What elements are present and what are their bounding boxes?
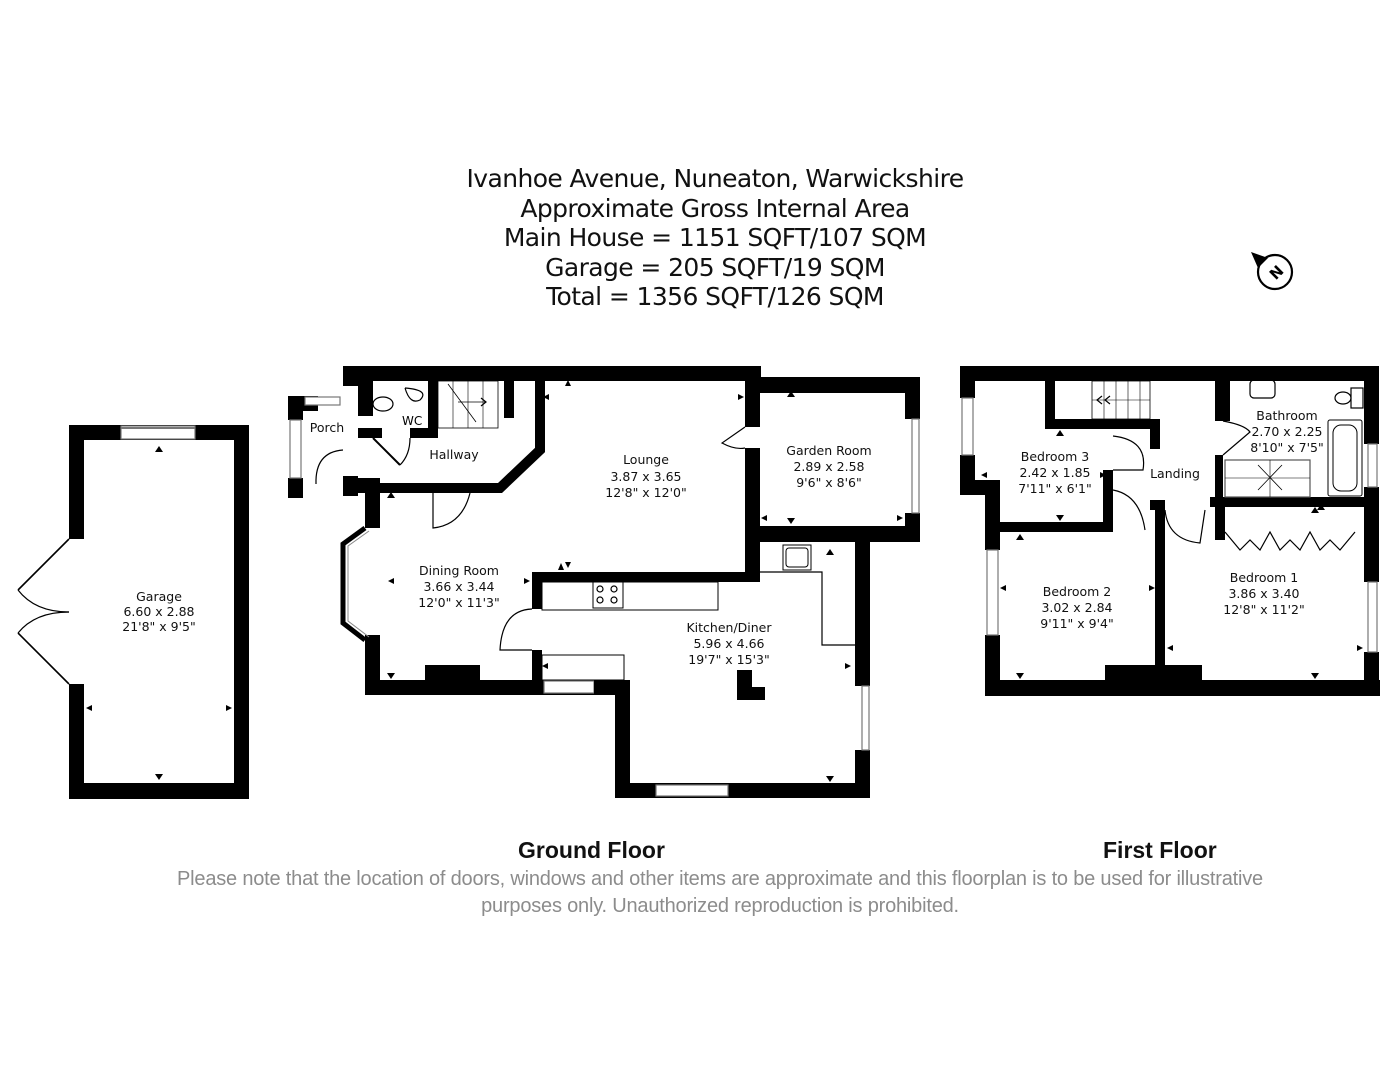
landing-label: Landing — [1150, 466, 1200, 481]
compass-letter: N — [1266, 262, 1288, 284]
disclaimer: Please note that the location of doors, … — [0, 866, 1398, 920]
hallway-label: Hallway — [429, 447, 479, 462]
property-address: Ivanhoe Avenue, Nuneaton, Warwickshire — [466, 164, 965, 193]
dining-room-imperial: 12'0" x 11'3" — [418, 595, 499, 610]
total-area: Total = 1356 SQFT/126 SQM — [546, 282, 884, 311]
shower-tray-icon — [1224, 459, 1311, 498]
area-title: Approximate Gross Internal Area — [520, 193, 910, 223]
bathroom-metric: 2.70 x 2.25 — [1251, 424, 1322, 439]
kitchen-diner-metric: 5.96 x 4.66 — [693, 636, 764, 651]
basin-icon — [1249, 379, 1276, 399]
dining-room-name: Dining Room — [419, 563, 499, 578]
bedroom-2-metric: 3.02 x 2.84 — [1041, 600, 1112, 615]
hob-icon — [592, 581, 624, 609]
lounge-name: Lounge — [623, 452, 669, 467]
bath-icon — [1327, 419, 1363, 497]
lounge-metric: 3.87 x 3.65 — [610, 469, 681, 484]
toilet-icon — [372, 396, 394, 412]
garage-room-imperial: 21'8" x 9'5" — [122, 619, 195, 634]
dining-room-metric: 3.66 x 3.44 — [423, 579, 494, 594]
first-floor-label: First Floor — [1103, 837, 1217, 863]
basin-icon — [404, 387, 424, 402]
garden-room-name: Garden Room — [786, 443, 871, 458]
garden-room-imperial: 9'6" x 8'6" — [796, 475, 862, 490]
bathroom-name: Bathroom — [1256, 408, 1317, 423]
first-floor-plan — [960, 366, 1380, 696]
bedroom-1-name: Bedroom 1 — [1230, 570, 1298, 585]
disclaimer-line-2: purposes only. Unauthorized reproduction… — [481, 895, 959, 917]
wc-symbol: WC — [402, 414, 422, 428]
north-arrow-icon: N — [1251, 252, 1294, 291]
lounge-imperial: 12'8" x 12'0" — [605, 485, 686, 500]
bedroom-2-imperial: 9'11" x 9'4" — [1040, 616, 1113, 631]
ground-floor-label: Ground Floor — [518, 837, 665, 863]
garage-plan — [17, 425, 249, 799]
bedroom-1-metric: 3.86 x 3.40 — [1228, 586, 1299, 601]
ground-floor-plan: WC — [288, 366, 920, 798]
bathroom-imperial: 8'10" x 7'5" — [1250, 440, 1323, 455]
bedroom-3-name: Bedroom 3 — [1021, 449, 1089, 464]
kitchen-diner-imperial: 19'7" x 15'3" — [688, 652, 769, 667]
kitchen-diner-name: Kitchen/Diner — [686, 620, 772, 635]
floorplan-header: Ivanhoe Avenue, Nuneaton, Warwickshire A… — [0, 164, 1398, 312]
garage-room-metric: 6.60 x 2.88 — [123, 604, 194, 619]
disclaimer-line-1: Please note that the location of doors, … — [177, 868, 1263, 890]
stairs-icon — [1091, 380, 1151, 420]
main-house-area: Main House = 1151 SQFT/107 SQM — [503, 223, 927, 252]
sink-icon — [782, 544, 812, 571]
porch-label: Porch — [310, 420, 344, 435]
stairs-icon — [437, 380, 499, 429]
wardrobe-doors — [1224, 530, 1356, 551]
bedroom-1-imperial: 12'8" x 11'2" — [1223, 602, 1304, 617]
garage-room-name: Garage — [136, 589, 182, 604]
garden-room-metric: 2.89 x 2.58 — [793, 459, 864, 474]
bedroom-3-metric: 2.42 x 1.85 — [1019, 465, 1090, 480]
toilet-icon — [1334, 391, 1352, 405]
bedroom-2-name: Bedroom 2 — [1043, 584, 1111, 599]
bedroom-3-imperial: 7'11" x 6'1" — [1018, 481, 1091, 496]
garage-area: Garage = 205 SQFT/19 SQM — [545, 252, 885, 282]
